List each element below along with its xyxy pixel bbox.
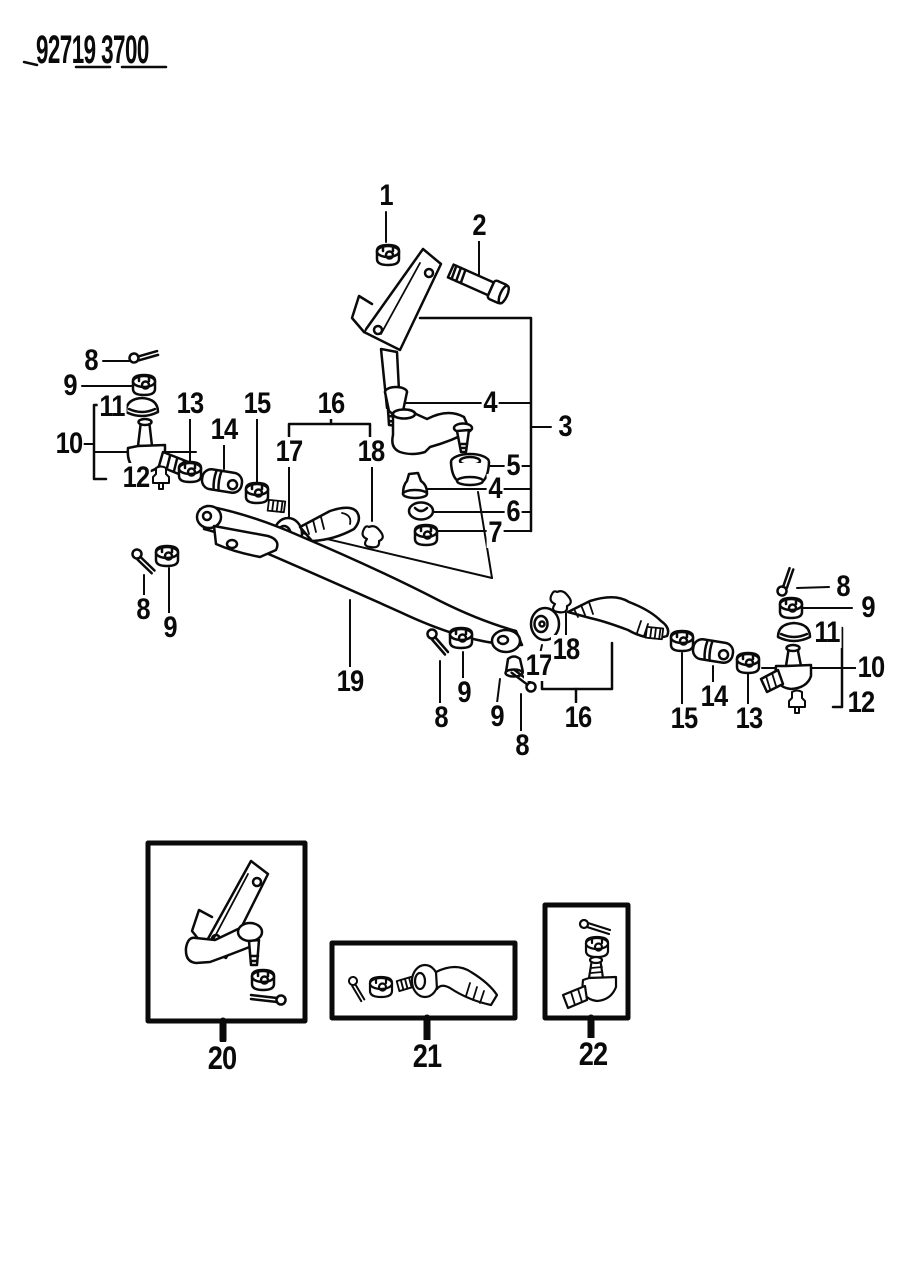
callout-11-left: 11 — [97, 390, 127, 423]
part-8-cotter-pin-left — [126, 340, 161, 372]
callout-22: 22 — [577, 1036, 609, 1072]
callout-9-right: 9 — [859, 591, 877, 624]
part-number: 92719 3700 — [36, 28, 149, 72]
callout-17-right: 17 — [523, 649, 555, 682]
part-8-cotter-pin-link-left — [130, 546, 156, 577]
part-11-dust-cover-left — [124, 396, 160, 418]
part-19-center-link — [195, 504, 524, 654]
callout-21: 21 — [411, 1038, 443, 1074]
part-10-tie-rod-end-right — [759, 643, 813, 694]
box-22-contents — [561, 918, 618, 1010]
callout-16-left: 16 — [315, 387, 347, 420]
part-15-nut-right — [669, 629, 695, 653]
callout-14-right: 14 — [698, 680, 730, 713]
part-5-dust-seal — [449, 452, 491, 487]
part-9-nut-left — [131, 373, 157, 397]
callout-8-center: 8 — [432, 701, 450, 734]
part-16-tie-rod-arm-left — [298, 506, 361, 543]
part-3-idler-arm — [391, 408, 474, 456]
callout-11-right: 11 — [812, 616, 842, 649]
callout-9-link-left: 9 — [161, 611, 179, 644]
callout-15-right: 15 — [668, 702, 700, 735]
callout-12-left: 12 — [120, 461, 152, 494]
callout-6: 6 — [504, 495, 522, 528]
part-18-clip-left — [361, 524, 384, 549]
callout-10-left: 10 — [53, 427, 85, 460]
callout-1: 1 — [377, 179, 395, 212]
callout-8-left: 8 — [82, 344, 100, 377]
header-underline-artifact — [22, 60, 168, 69]
bracket-16-right — [540, 641, 614, 704]
part-18-clip-right — [549, 589, 572, 614]
part-14-adjusting-tube-right — [690, 636, 736, 666]
callout-17-left: 17 — [273, 435, 305, 468]
callout-9-center-2: 9 — [488, 700, 506, 733]
part-12-grease-fitting-left — [152, 465, 170, 490]
part-7-nut — [413, 523, 439, 547]
part-8-cotter-pin-center — [426, 628, 450, 656]
part-16-stud-right — [643, 624, 666, 642]
callout-9-center: 9 — [455, 676, 473, 709]
callout-15-left: 15 — [241, 387, 273, 420]
part-11-dust-cover-right — [776, 621, 812, 643]
callout-3: 3 — [556, 410, 574, 443]
callout-5: 5 — [504, 449, 522, 482]
box-20-contents — [184, 859, 287, 1006]
callout-20: 20 — [206, 1040, 238, 1076]
callout-13-left: 13 — [174, 387, 206, 420]
part-9-nut-center — [448, 626, 474, 650]
callout-4-lower: 4 — [486, 472, 504, 505]
callout-2: 2 — [470, 209, 488, 242]
part-8-cotter-pin-right — [768, 565, 804, 599]
part-4-ball-stud-lower — [401, 471, 429, 500]
part-6-ring — [407, 501, 435, 521]
part-15-nut-left — [244, 481, 270, 505]
callout-14-left: 14 — [208, 413, 240, 446]
box-21-contents — [344, 963, 499, 1007]
bracket-3 — [418, 316, 533, 533]
part-9-nut-link-left — [154, 544, 180, 568]
callout-12-right: 12 — [845, 686, 877, 719]
part-2-bolt — [446, 263, 511, 305]
part-13-nut-left — [177, 460, 203, 484]
callout-18-left: 18 — [355, 435, 387, 468]
callout-16-right: 16 — [562, 701, 594, 734]
part-14-adjusting-tube-left — [199, 466, 245, 496]
callout-8-right: 8 — [834, 570, 852, 603]
callout-9-left: 9 — [61, 369, 79, 402]
callout-19: 19 — [334, 665, 366, 698]
callout-8-link-left: 8 — [134, 593, 152, 626]
callout-18-right: 18 — [550, 633, 582, 666]
callout-8-center-2: 8 — [513, 729, 531, 762]
part-16-stud-left — [265, 497, 288, 515]
part-9-nut-right — [778, 596, 804, 620]
callout-7: 7 — [486, 516, 504, 549]
callout-4-upper: 4 — [481, 386, 499, 419]
part-1-nut — [375, 243, 401, 267]
callout-13-right: 13 — [733, 702, 765, 735]
callout-10-right: 10 — [855, 651, 887, 684]
part-12-grease-fitting-right — [788, 689, 806, 714]
part-13-nut-right — [735, 651, 761, 675]
